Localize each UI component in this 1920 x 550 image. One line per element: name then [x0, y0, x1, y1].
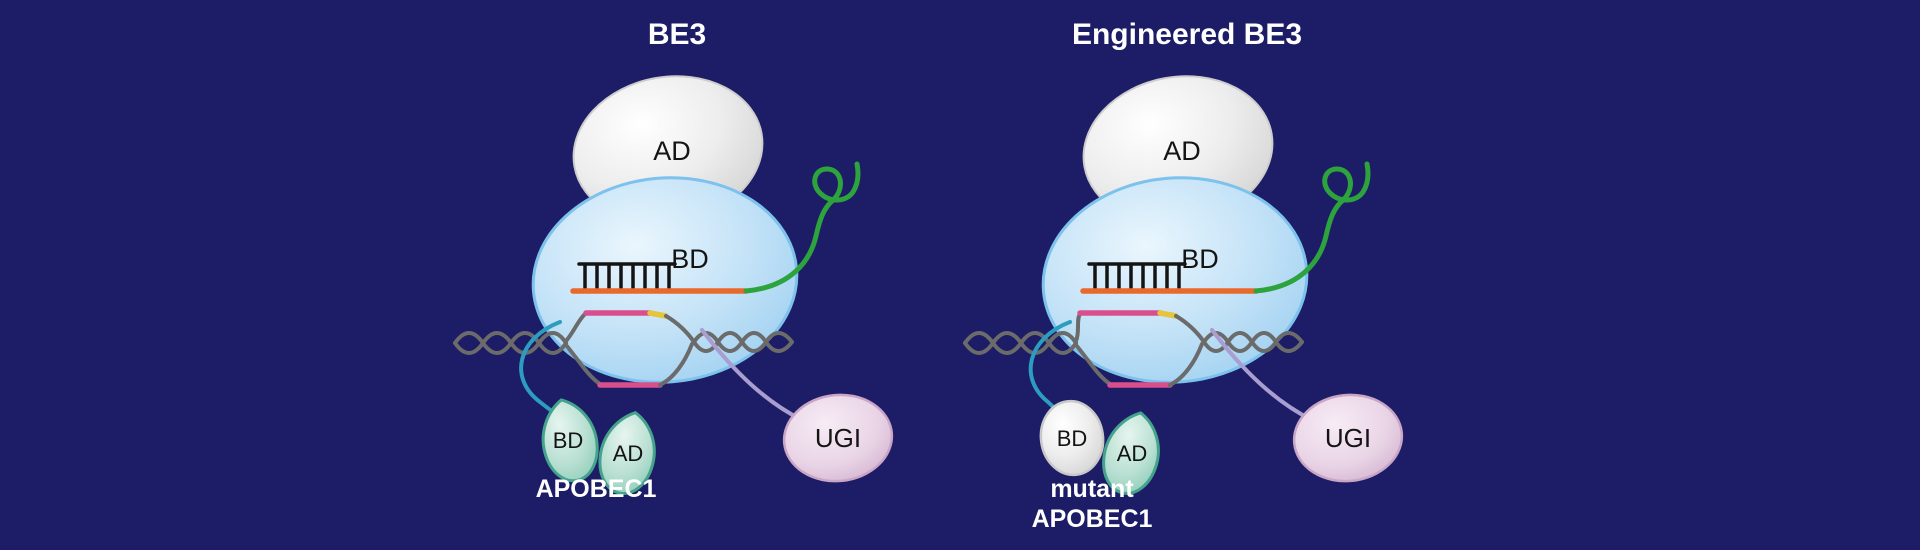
diagram-title: Engineered BE3: [1072, 18, 1302, 51]
apobec-ad-label: AD: [1117, 441, 1148, 466]
sgrna-loop: [1253, 161, 1371, 294]
apobec-name-line2: APOBEC1: [1032, 505, 1153, 533]
apobec-name-line1: mutant: [1050, 475, 1134, 503]
ugi-blob: [782, 393, 894, 483]
cas9-bd-domain: [531, 176, 799, 384]
engineered-be3-diagram: Engineered BE3: [963, 18, 1404, 533]
apobec-bd-lobe-mutant: [1039, 399, 1105, 477]
unwound-dna-strands: [1074, 310, 1206, 388]
ugi-label: UGI: [815, 423, 861, 453]
base-pair-rungs: [577, 262, 677, 291]
dna-helix-right: [692, 331, 794, 353]
apobec-bd-label: BD: [1057, 426, 1088, 451]
linker-to-ugi: [700, 328, 804, 422]
base-pair-rungs: [1087, 262, 1187, 291]
cas9-bd-label: BD: [1181, 244, 1219, 274]
cas9-ad-label: AD: [653, 136, 691, 166]
ugi-blob: [1292, 393, 1404, 483]
be3-diagram: BE3: [453, 18, 894, 503]
cas9-ad-label: AD: [1163, 136, 1201, 166]
dna-helix-left: [963, 331, 1078, 355]
sgrna-loop: [743, 161, 861, 294]
edit-site-yellow: [1157, 310, 1179, 319]
linker-to-ugi: [1210, 328, 1314, 422]
edit-site-yellow: [647, 310, 669, 319]
dna-helix-right: [1202, 331, 1304, 353]
dna-helix-left: [453, 331, 568, 355]
apobec-ad-label: AD: [613, 441, 644, 466]
apobec-bd-label: BD: [553, 428, 584, 453]
cas9-bd-label: BD: [671, 244, 709, 274]
diagram-title: BE3: [648, 18, 706, 51]
apobec-name: APOBEC1: [536, 475, 657, 503]
unwound-dna-strands: [564, 310, 696, 388]
cas9-bd-domain: [1041, 176, 1309, 384]
ugi-label: UGI: [1325, 423, 1371, 453]
